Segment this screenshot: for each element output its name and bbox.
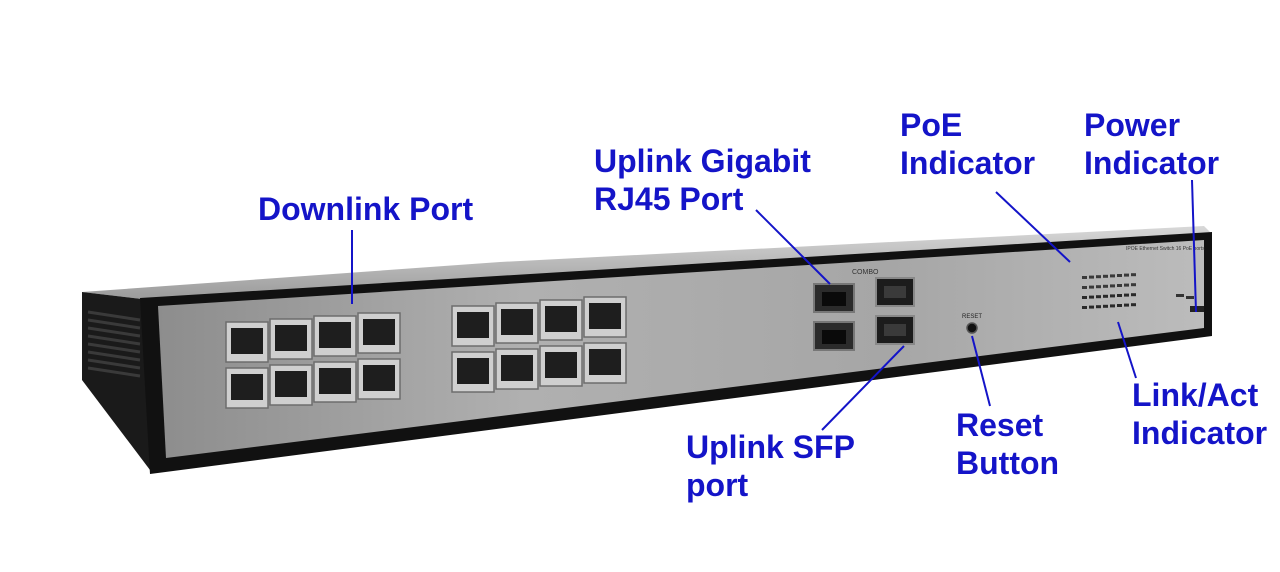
link-act-indicator-led — [1117, 304, 1122, 307]
poe-indicator-led — [1089, 275, 1094, 279]
uplink-rj45-socket — [822, 292, 846, 306]
leader-line-poe — [995, 191, 1071, 263]
led-indicator-block — [1082, 273, 1136, 309]
callout-line: PoE — [900, 107, 963, 143]
poe-indicator-led — [1117, 274, 1122, 277]
power-indicator-led — [1190, 306, 1204, 312]
link-act-indicator-led — [1117, 294, 1122, 297]
callout-line: Indicator — [1132, 415, 1268, 451]
poe-indicator-led — [1131, 273, 1136, 277]
link-act-indicator-led — [1124, 293, 1129, 297]
downlink-port-socket — [501, 355, 533, 381]
callout-line: RJ45 Port — [594, 181, 744, 217]
link-act-indicator-led — [1096, 295, 1101, 299]
leader-line-power — [1191, 179, 1197, 313]
poe-indicator-led — [1096, 285, 1101, 289]
poe-indicator-led — [1089, 285, 1094, 289]
link-act-indicator-led — [1089, 305, 1094, 309]
poe-indicator-led — [1103, 274, 1108, 278]
downlink-port-socket — [589, 303, 621, 329]
callout-poe-indicator: PoE Indicator — [900, 106, 1035, 182]
callout-line: Power — [1084, 107, 1181, 143]
power-indicator-led — [1176, 294, 1184, 297]
callout-line: Link/Act — [1132, 377, 1259, 413]
downlink-port-group — [225, 296, 627, 409]
poe-indicator-led — [1110, 284, 1115, 288]
callout-line: Button — [956, 445, 1060, 481]
poe-indicator-led — [1124, 283, 1129, 287]
downlink-port-socket — [231, 374, 263, 400]
link-act-indicator-led — [1124, 303, 1129, 307]
downlink-port-socket — [501, 309, 533, 335]
link-act-indicator-led — [1110, 304, 1115, 308]
callout-line: Downlink Port — [258, 191, 474, 227]
power-indicator-led — [1186, 296, 1194, 299]
callout-line: Uplink SFP — [686, 429, 855, 465]
downlink-port-socket — [275, 325, 307, 351]
link-act-indicator-led — [1131, 303, 1136, 307]
callout-uplink-rj45: Uplink Gigabit RJ45 Port — [594, 142, 811, 218]
callout-power-indicator: Power Indicator — [1084, 106, 1219, 182]
model-text: IPOE Ethernet Switch 16 PoE ports — [1126, 246, 1205, 252]
poe-indicator-led — [1131, 283, 1136, 287]
reset-group: RESET — [962, 314, 982, 334]
downlink-port-socket — [319, 322, 351, 348]
callout-line: Indicator — [1084, 145, 1220, 181]
uplink-sfp-group — [875, 277, 915, 345]
downlink-port-socket — [457, 312, 489, 338]
link-act-indicator-led — [1096, 305, 1101, 309]
sfp-cage — [884, 286, 906, 298]
poe-indicator-led — [1103, 284, 1108, 288]
downlink-port-socket — [545, 306, 577, 332]
power-indicator-group — [1176, 294, 1204, 312]
uplink-sfp-port[interactable] — [875, 315, 915, 345]
downlink-port-socket — [275, 371, 307, 397]
chassis-top — [82, 226, 1212, 300]
poe-indicator-led — [1110, 274, 1115, 278]
callout-line: Indicator — [900, 145, 1036, 181]
side-vents — [87, 310, 141, 378]
downlink-port-socket — [589, 349, 621, 375]
callout-downlink-port: Downlink Port — [258, 190, 473, 228]
callout-line: Uplink Gigabit — [594, 143, 811, 179]
downlink-port-socket — [363, 365, 395, 391]
link-act-indicator-led — [1110, 294, 1115, 298]
poe-indicator-led — [1117, 284, 1122, 287]
poe-indicator-led — [1082, 286, 1087, 289]
uplink-rj45-port[interactable] — [813, 321, 855, 351]
front-panel — [158, 240, 1204, 458]
link-act-indicator-led — [1089, 295, 1094, 299]
callout-line: port — [686, 467, 749, 503]
link-act-indicator-led — [1103, 304, 1108, 308]
leader-lines — [351, 179, 1197, 431]
link-act-indicator-led — [1082, 296, 1087, 299]
uplink-rj45-group: COMBO — [813, 269, 879, 351]
poe-indicator-led — [1082, 276, 1087, 279]
downlink-port-socket — [363, 319, 395, 345]
poe-indicator-led — [1124, 273, 1129, 277]
reset-button[interactable] — [966, 322, 978, 334]
link-act-indicator-led — [1082, 306, 1087, 309]
downlink-port-socket — [457, 358, 489, 384]
leader-line-sfp — [821, 345, 905, 431]
link-act-indicator-led — [1103, 294, 1108, 298]
uplink-rj45-socket — [822, 330, 846, 344]
combo-label: COMBO — [852, 269, 879, 276]
callout-link-act-indicator: Link/Act Indicator — [1132, 376, 1267, 452]
callout-line: Reset — [956, 407, 1044, 443]
downlink-port-socket — [545, 352, 577, 378]
link-act-indicator-led — [1131, 293, 1136, 297]
sfp-cage — [884, 324, 906, 336]
leader-line-reset — [971, 335, 991, 407]
leader-line-rj45 — [755, 209, 831, 285]
downlink-port-socket — [319, 368, 351, 394]
downlink-port-socket — [231, 328, 263, 354]
callout-uplink-sfp: Uplink SFP port — [686, 428, 855, 504]
poe-indicator-led — [1096, 275, 1101, 279]
callout-reset-button: Reset Button — [956, 406, 1059, 482]
reset-label: RESET — [962, 314, 982, 320]
leader-line-linkact — [1117, 321, 1137, 379]
